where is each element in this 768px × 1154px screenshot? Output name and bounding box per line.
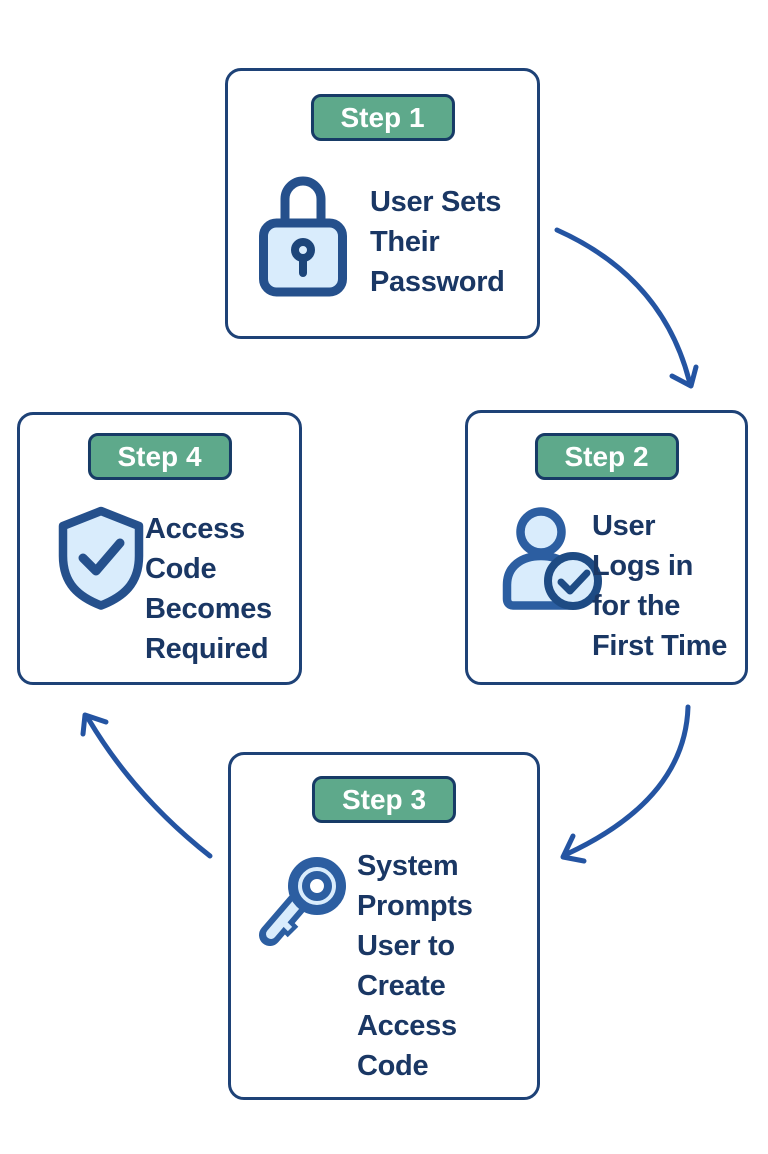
- arrow-step2-to-step3-icon: [560, 704, 691, 864]
- user-check-icon: [498, 506, 602, 616]
- step-2-badge: Step 2: [534, 433, 679, 480]
- step-2-card: Step 2 User Logs in for the First Time: [465, 410, 748, 685]
- step-4-label: Access Code Becomes Required: [145, 509, 272, 669]
- step-4-badge: Step 4: [87, 433, 232, 480]
- step-text-line: Code: [357, 1050, 429, 1082]
- step-1-badge: Step 1: [310, 94, 455, 141]
- step-text-line: Becomes: [145, 593, 272, 625]
- key-icon: [246, 847, 358, 959]
- step-text-line: User Sets: [370, 186, 502, 218]
- step-text-line: User: [592, 510, 656, 542]
- arrow-step3-to-step4-icon: [80, 712, 213, 859]
- step-text-line: Required: [145, 633, 269, 665]
- step-3-card: Step 3 System Prompts User to Create Acc…: [228, 752, 540, 1100]
- step-text-line: System: [357, 850, 459, 882]
- step-text-line: Access: [145, 513, 245, 545]
- step-text-line: Create: [357, 970, 446, 1002]
- step-1-label: User Sets Their Password: [370, 182, 505, 302]
- step-text-line: First Time: [592, 630, 728, 662]
- shield-check-icon: [51, 506, 151, 611]
- step-1-card: Step 1 User Sets Their Password: [225, 68, 540, 339]
- step-4-card: Step 4 Access Code Becomes Required: [17, 412, 302, 685]
- lock-icon: [259, 171, 347, 297]
- step-text-line: User to: [357, 930, 455, 962]
- step-2-label: User Logs in for the First Time: [592, 506, 727, 666]
- step-text-line: Logs in: [592, 550, 694, 582]
- step-text-line: Access: [357, 1010, 457, 1042]
- step-text-line: Password: [370, 266, 505, 298]
- step-text-line: for the: [592, 590, 681, 622]
- step-3-label: System Prompts User to Create Access Cod…: [357, 846, 473, 1086]
- step-text-line: Their: [370, 226, 440, 258]
- step-text-line: Code: [145, 553, 217, 585]
- step-text-line: Prompts: [357, 890, 473, 922]
- step-3-badge: Step 3: [311, 776, 457, 823]
- arrow-step1-to-step2-icon: [554, 227, 699, 389]
